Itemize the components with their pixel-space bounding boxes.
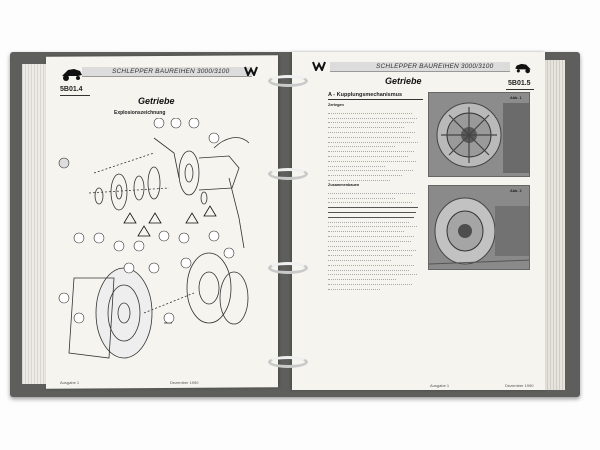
right-footer-edition: Ausgabe 1 xyxy=(430,383,450,388)
figure-2-label: Abb. 2 xyxy=(510,189,522,193)
binder-ring-2 xyxy=(268,168,308,180)
right-page-stack xyxy=(545,60,565,390)
left-subtitle: Explosionszeichnung xyxy=(114,110,166,116)
sub-heading-zusammenbauen: Zusammenbauen xyxy=(328,183,360,187)
left-footer-edition: Ausgabe 1 xyxy=(60,380,80,385)
brand-logo-left xyxy=(244,66,258,76)
right-title: Getriebe xyxy=(385,76,422,86)
tractor-logo xyxy=(62,69,82,81)
left-header-bar xyxy=(82,67,252,77)
instructions-text-2 xyxy=(328,189,423,290)
figure-1-label: Abb. 1 xyxy=(510,96,522,100)
instructions-text-1 xyxy=(328,109,423,181)
brand-logo-right xyxy=(312,61,326,71)
left-header-text: SCHLEPPER BAUREIHEN 3000/3100 xyxy=(112,68,230,75)
section-rule xyxy=(328,99,423,100)
binder-ring-4 xyxy=(268,356,308,368)
right-footer-date: Dezember 1990 xyxy=(505,383,534,388)
page-number-rule xyxy=(60,95,90,96)
section-heading: A - Kupplungsmechanismus xyxy=(328,92,403,98)
clutch-photo-2 xyxy=(428,185,530,270)
clutch-photo-1 xyxy=(428,92,530,177)
right-page-number: 5B01.5 xyxy=(508,80,531,87)
tractor-logo-right xyxy=(515,63,531,74)
left-title: Getriebe xyxy=(138,96,175,106)
binder-ring-1 xyxy=(268,75,308,87)
left-page-stack xyxy=(22,64,48,384)
exploded-view-drawing xyxy=(58,118,250,359)
sub-heading-zerlegen: Zerlegen xyxy=(328,103,344,107)
binder-ring-3 xyxy=(268,262,308,274)
left-footer-date: Dezember 1990 xyxy=(170,380,199,385)
right-header-bar xyxy=(330,62,510,72)
left-page-number: 5B01.4 xyxy=(60,86,83,93)
right-header-text: SCHLEPPER BAUREIHEN 3000/3100 xyxy=(376,63,494,70)
right-page-number-rule xyxy=(506,89,534,90)
